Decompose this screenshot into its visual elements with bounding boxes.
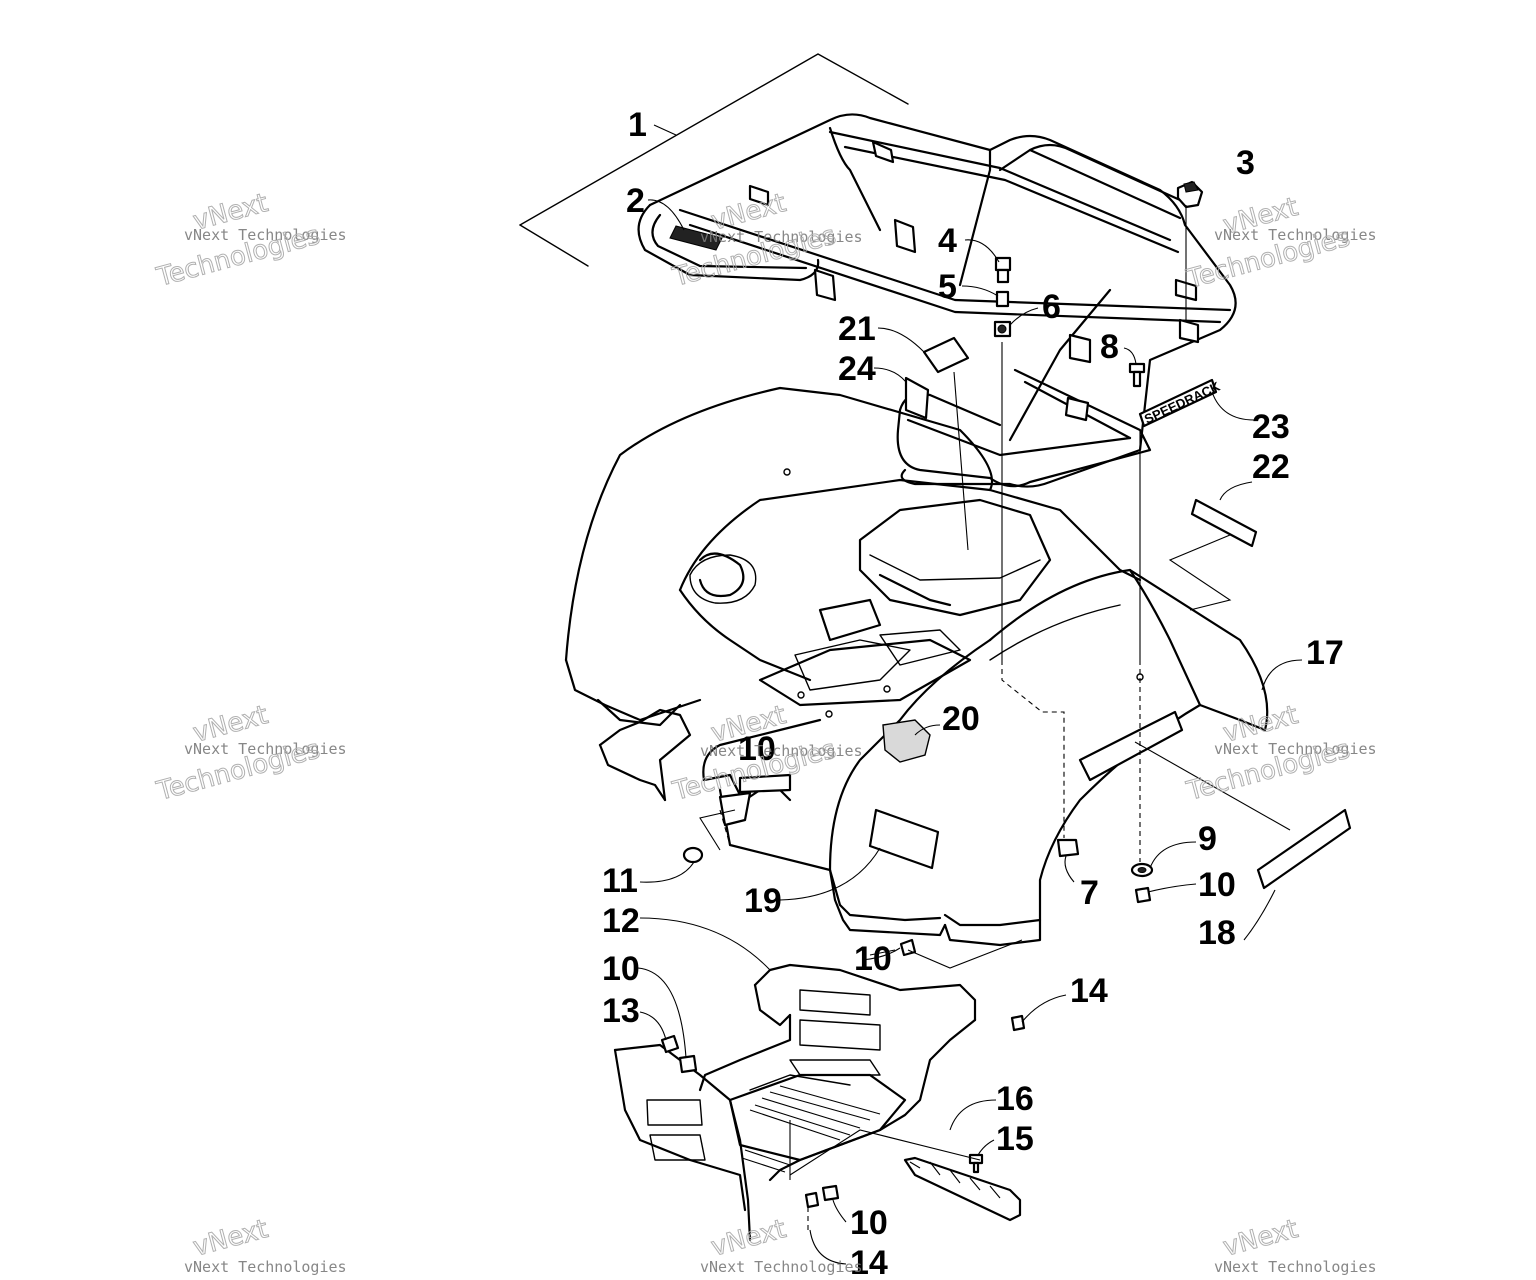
callout-10-center: 10 [854, 940, 892, 978]
watermark-4: vNext vNext Technologies Technologies [153, 700, 347, 808]
floor-grip-texture [741, 1085, 881, 1173]
hardware [660, 180, 1352, 1209]
callout-numbers: 1 2 3 4 5 6 7 8 9 10 10 10 10 10 11 12 1… [602, 106, 1344, 1280]
svg-text:vNext Technologies: vNext Technologies [1214, 226, 1377, 244]
svg-text:vNext Technologies: vNext Technologies [700, 1258, 863, 1276]
watermark-7: vNext vNext Technologies [184, 1214, 347, 1276]
screw-14-b [804, 1191, 820, 1209]
callout-10-bottom: 10 [850, 1204, 888, 1242]
watermark-8: vNext vNext Technologies [700, 1214, 863, 1276]
svg-text:vNext Technologies: vNext Technologies [184, 740, 347, 758]
callout-5: 5 [938, 268, 957, 306]
screw-14-a [1010, 1014, 1026, 1032]
callout-leaders [637, 124, 1303, 1265]
callout-8: 8 [1100, 328, 1119, 366]
callout-4: 4 [938, 222, 957, 260]
callout-21: 21 [838, 310, 876, 348]
footwell [613, 963, 1022, 1242]
nut-10-a [1134, 886, 1152, 904]
svg-text:vNext Technologies: vNext Technologies [184, 226, 347, 244]
washer-11 [682, 846, 704, 864]
callout-3: 3 [1236, 144, 1255, 182]
nut-10-d [821, 1184, 840, 1202]
watermark-1: vNext vNext Technologies Technologies [153, 188, 347, 294]
callout-7: 7 [1080, 874, 1099, 912]
callout-22: 22 [1252, 448, 1290, 486]
callout-16: 16 [996, 1080, 1034, 1118]
svg-text:vNext Technologies: vNext Technologies [1214, 1258, 1377, 1276]
callout-17: 17 [1306, 634, 1344, 672]
nut-7 [1056, 838, 1080, 858]
callout-10-left: 10 [602, 950, 640, 988]
callout-12: 12 [602, 902, 640, 940]
callout-24: 24 [838, 350, 876, 388]
watermarks: vNext vNext Technologies Technologies vN… [153, 188, 1377, 1276]
callout-1: 1 [628, 106, 647, 144]
decal-22 [1190, 498, 1258, 548]
nut-10-b [899, 938, 917, 957]
screw-8 [1128, 362, 1146, 374]
callout-14-right: 14 [1070, 972, 1108, 1010]
callout-10-upper: 10 [738, 730, 776, 768]
svg-text:vNext Technologies: vNext Technologies [1214, 740, 1377, 758]
watermark-6: vNext vNext Technologies Technologies [1183, 700, 1377, 808]
callout-11: 11 [602, 862, 638, 900]
callout-14-bottom: 14 [850, 1244, 888, 1280]
rear-rack: SPEEDRACK [519, 53, 1237, 488]
watermark-3: vNext vNext Technologies Technologies [1183, 192, 1377, 296]
watermark-9: vNext vNext Technologies [1214, 1214, 1377, 1276]
speedrack-decal-text: SPEEDRACK [1142, 378, 1223, 426]
callout-19: 19 [744, 882, 782, 920]
rear-fender [564, 336, 1269, 947]
spacer-5 [995, 290, 1010, 308]
callout-18: 18 [1198, 914, 1236, 952]
svg-text:vNext: vNext [190, 1214, 271, 1263]
callout-10-right: 10 [1198, 866, 1236, 904]
svg-text:vNext: vNext [1220, 1214, 1301, 1263]
callout-6: 6 [1042, 288, 1061, 326]
svg-text:vNext Technologies: vNext Technologies [184, 1258, 347, 1276]
callout-2: 2 [626, 182, 645, 220]
callout-20: 20 [942, 700, 980, 738]
callout-15: 15 [996, 1120, 1034, 1158]
svg-text:vNext Technologies: vNext Technologies [700, 742, 863, 760]
callout-13: 13 [602, 992, 640, 1030]
callout-23: 23 [1252, 408, 1290, 446]
screw-13 [660, 1034, 680, 1054]
decal-18 [1256, 808, 1352, 890]
leader-lines [699, 205, 1291, 1230]
bolt-4 [994, 256, 1012, 272]
nut-10-c [678, 1054, 698, 1074]
callout-9: 9 [1198, 820, 1217, 858]
svg-text:vNext Technologies: vNext Technologies [700, 228, 863, 246]
